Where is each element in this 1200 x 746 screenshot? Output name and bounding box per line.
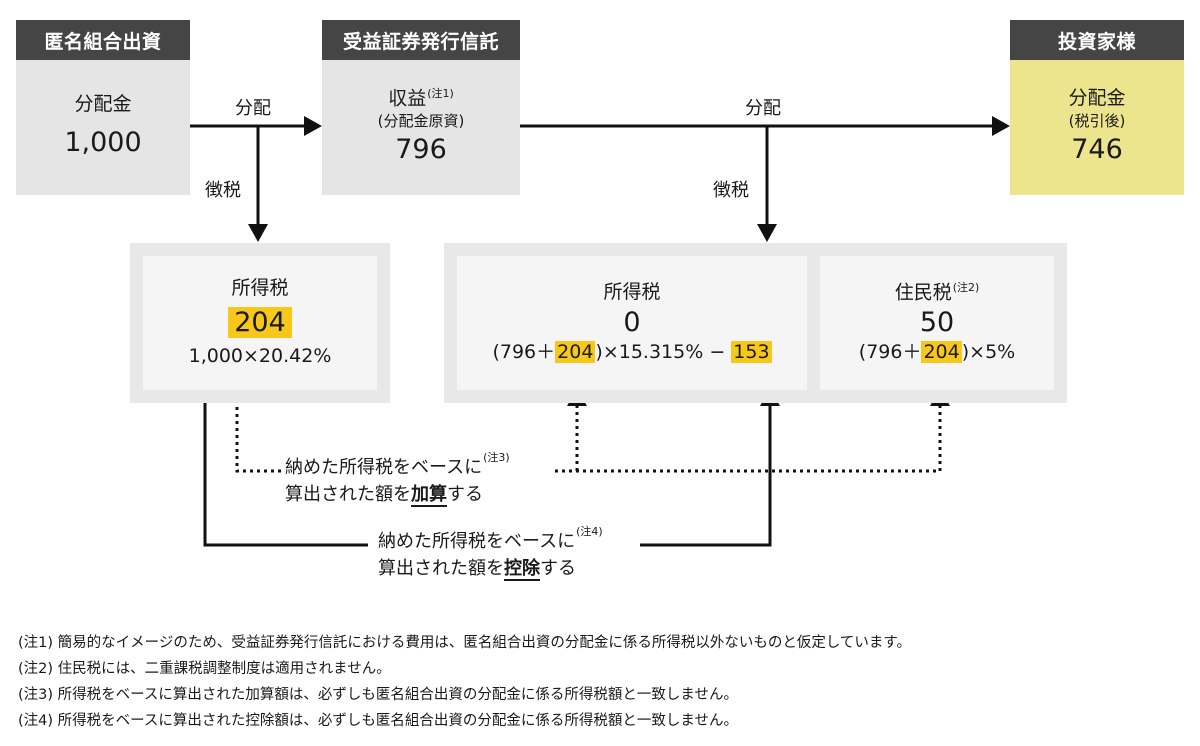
arrow-head-withhold-right <box>757 224 777 242</box>
annotation-sub: 納めた所得税をベースに(注4) 算出された額を控除する <box>378 518 603 582</box>
label-withhold-left: 徴税 <box>205 180 241 201</box>
investor-label: 分配金 <box>1068 86 1126 109</box>
tax-right-f-close: )×5% <box>961 341 1016 364</box>
dotted-add-right <box>555 405 942 473</box>
dotted-add-left <box>235 393 285 473</box>
solid-sub-right <box>640 405 772 547</box>
trust-box: 収益(注1) (分配金原資) 796 <box>322 60 520 195</box>
trust-label-row: 収益(注1) <box>388 87 454 111</box>
annotation-sub-line2: 算出された額を控除する <box>378 555 603 582</box>
arrow-head-distribute-right <box>992 116 1010 136</box>
tax-mid-f-hl1: 204 <box>555 341 596 364</box>
footnote-1: (注1) 簡易的なイメージのため、受益証券発行信託における費用は、匿名組合出資の… <box>18 635 911 651</box>
annotation-sub-line1-row: 納めた所得税をベースに(注4) <box>378 518 603 555</box>
arrow-head-withhold-left <box>248 224 268 242</box>
annotation-sub-line1: 納めた所得税をベースに <box>378 531 576 552</box>
footnote-2: (注2) 住民税には、二重課税調整制度は適用されません。 <box>18 661 391 677</box>
investor-box: 分配金 (税引後) 746 <box>1010 60 1184 195</box>
footnote-4: (注4) 所得税をベースに算出された控除額は、必ずしも匿名組合出資の分配金に係る… <box>18 713 738 729</box>
tax-right-note-ref: (注2) <box>952 280 980 294</box>
annotation-add-note-ref: (注3) <box>483 451 510 464</box>
annotation-add-line2: 算出された額を加算する <box>285 481 510 508</box>
tax-mid-box: 所得税 0 (796＋204)×15.315% − 153 <box>457 256 807 390</box>
trust-sub: (分配金原資) <box>377 111 465 130</box>
tax-right-formula: (796＋204)×5% <box>859 341 1015 365</box>
tax-left-box: 所得税 204 1,000×20.42% <box>143 256 377 390</box>
tax-left-formula: 1,000×20.42% <box>188 345 332 368</box>
tax-right-box: 住民税(注2) 50 (796＋204)×5% <box>820 256 1054 390</box>
annotation-add-pre: 算出された額を <box>285 484 411 505</box>
label-distribute-right: 分配 <box>745 98 781 119</box>
trust-note-ref: (注1) <box>427 86 454 100</box>
source-box: 分配金 1,000 <box>16 60 190 195</box>
footnote-3: (注3) 所得税をベースに算出された加算額は、必ずしも匿名組合出資の分配金に係る… <box>18 687 738 703</box>
tax-mid-f-hl2: 153 <box>731 341 772 364</box>
tax-right-f-hl: 204 <box>921 341 962 364</box>
tax-mid-formula: (796＋204)×15.315% − 153 <box>492 341 772 365</box>
investor-sub: (税引後) <box>1068 111 1126 130</box>
header-trust: 受益証券発行信託 <box>322 20 520 60</box>
source-value: 1,000 <box>64 127 142 159</box>
tax-mid-value: 0 <box>623 306 641 338</box>
tax-mid-f-mid: )×15.315% − <box>595 341 732 364</box>
tax-mid-f-open: (796＋ <box>492 341 556 364</box>
investor-value: 746 <box>1071 133 1123 165</box>
label-withhold-right: 徴税 <box>713 180 749 201</box>
annotation-sub-em: 控除 <box>504 558 540 581</box>
trust-value: 796 <box>395 133 447 165</box>
tax-right-value: 50 <box>919 306 955 338</box>
tax-left-value: 204 <box>228 306 292 338</box>
tax-right-title: 住民税 <box>894 281 952 304</box>
tax-right-title-row: 住民税(注2) <box>895 281 980 305</box>
solid-sub-left <box>203 393 368 547</box>
header-tokumei: 匿名組合出資 <box>16 20 190 60</box>
tax-mid-title: 所得税 <box>603 281 661 304</box>
annotation-sub-post: する <box>540 558 576 579</box>
header-investor: 投資家様 <box>1010 20 1184 60</box>
annotation-sub-pre: 算出された額を <box>378 558 504 579</box>
annotation-sub-note-ref: (注4) <box>576 525 603 538</box>
label-distribute-left: 分配 <box>235 98 271 119</box>
annotation-add-em: 加算 <box>411 484 447 507</box>
trust-label: 収益 <box>388 87 427 110</box>
tax-right-f-open: (796＋ <box>858 341 922 364</box>
annotation-add-line1-row: 納めた所得税をベースに(注3) <box>285 444 510 481</box>
annotation-add: 納めた所得税をベースに(注3) 算出された額を加算する <box>285 444 510 508</box>
annotation-add-line1: 納めた所得税をベースに <box>285 457 483 478</box>
tax-left-title: 所得税 <box>231 277 289 300</box>
annotation-add-post: する <box>447 484 483 505</box>
arrow-head-distribute-left <box>304 116 322 136</box>
source-label: 分配金 <box>74 93 132 116</box>
